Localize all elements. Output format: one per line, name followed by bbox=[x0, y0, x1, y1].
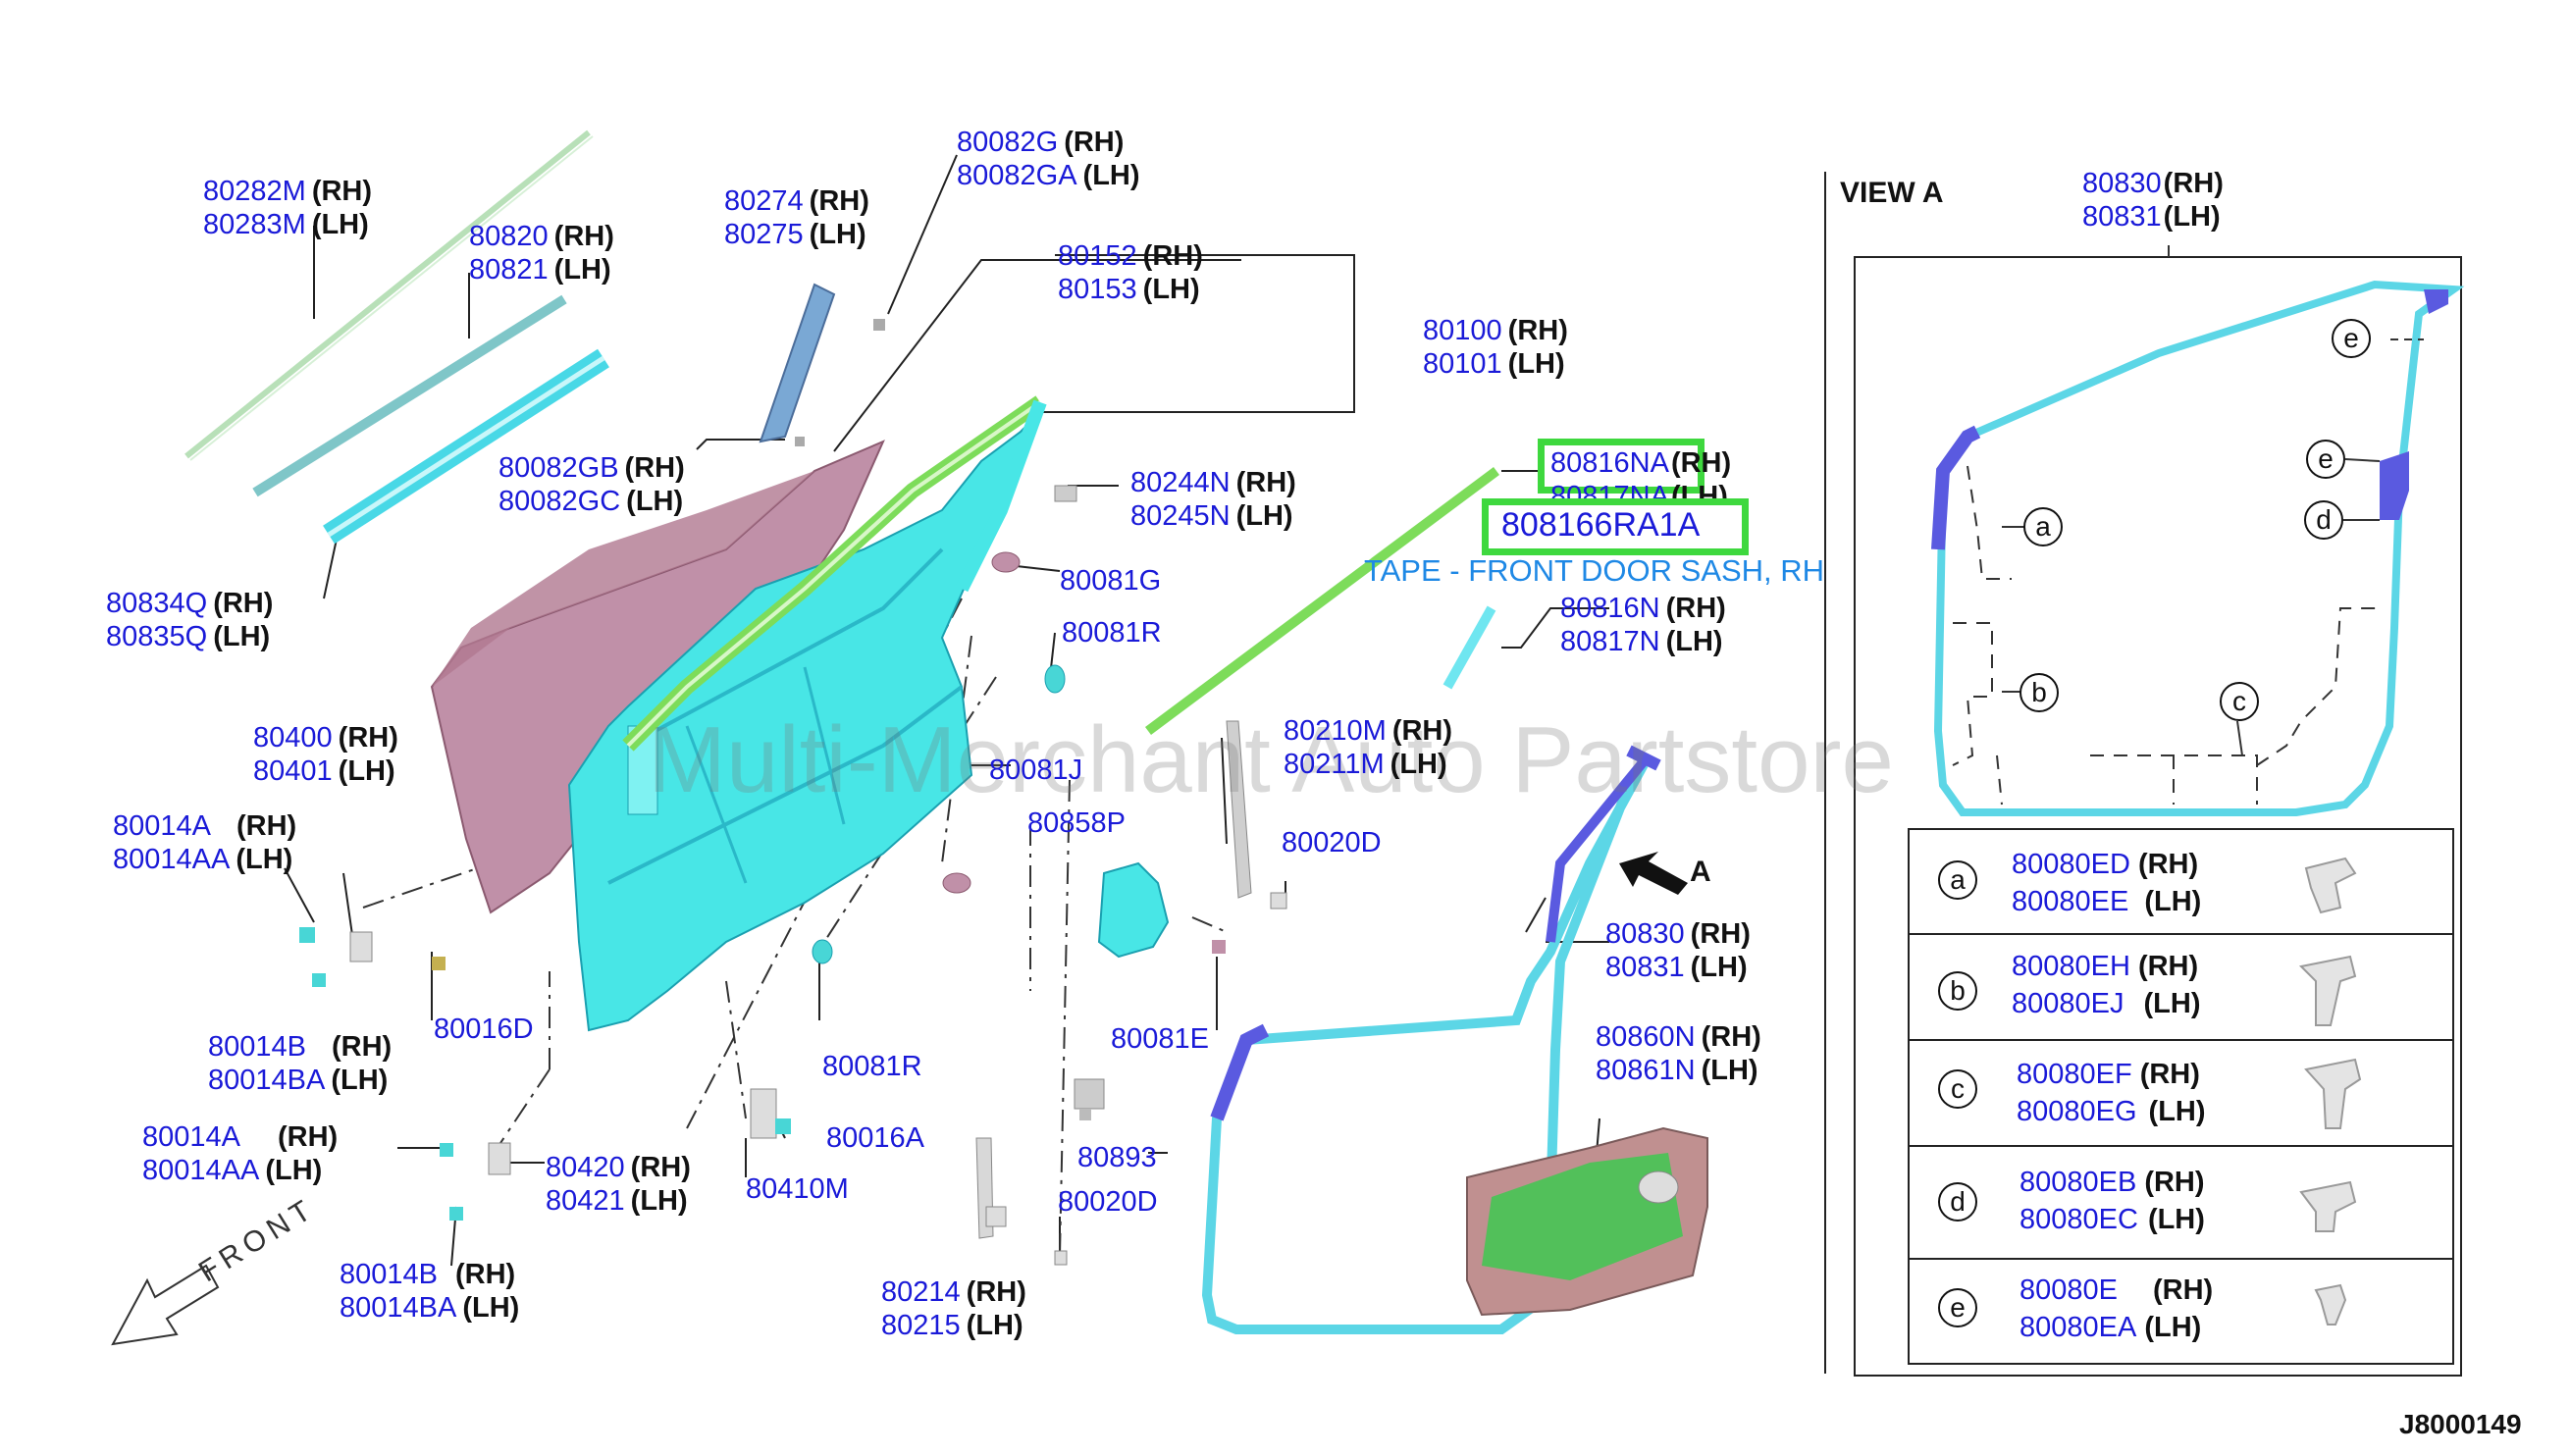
marker-d: d bbox=[2304, 500, 2343, 540]
callout-80214[interactable]: 80214(RH) 80215(LH) bbox=[881, 1276, 1026, 1341]
highlighted-part-description: TAPE - FRONT DOOR SASH, RH bbox=[1364, 553, 1825, 588]
callout-80244n[interactable]: 80244N(RH) 80245N(LH) bbox=[1130, 467, 1296, 532]
view-a-marker: A bbox=[1690, 856, 1711, 888]
callout-80860n[interactable]: 80860N(RH) 80861N(LH) bbox=[1596, 1021, 1761, 1086]
table-letter-d: d bbox=[1938, 1182, 1977, 1222]
callout-80830[interactable]: 80830(RH) 80831(LH) bbox=[1605, 918, 1751, 983]
callout-80014a-upper[interactable]: 80014A(RH) 80014AA(LH) bbox=[113, 810, 297, 875]
callout-80210m[interactable]: 80210M(RH) 80211M(LH) bbox=[1284, 715, 1453, 780]
table-letter-c: c bbox=[1938, 1069, 1977, 1109]
marker-b: b bbox=[2019, 673, 2059, 712]
marker-e-lower: e bbox=[2306, 440, 2345, 479]
part-80020d-upper[interactable]: 80020D bbox=[1282, 827, 1382, 858]
highlighted-part-number[interactable]: 808166RA1A bbox=[1501, 506, 1701, 544]
part-80410m[interactable]: 80410M bbox=[746, 1173, 849, 1205]
highlight-box-808166ra1a bbox=[1482, 498, 1749, 555]
table-row-a[interactable]: 80080ED(RH) 80080EE(LH) bbox=[2012, 849, 2202, 917]
part-80081e[interactable]: 80081E bbox=[1111, 1023, 1209, 1055]
callout-80014b-lower[interactable]: 80014B(RH) 80014BA(LH) bbox=[340, 1259, 520, 1324]
callout-80816n[interactable]: 80816N(RH) 80817N(LH) bbox=[1560, 593, 1726, 657]
callout-80400[interactable]: 80400(RH) 80401(LH) bbox=[253, 722, 398, 787]
callout-80082gb[interactable]: 80082GB(RH) 80082GC(LH) bbox=[498, 452, 685, 517]
part-80081g[interactable]: 80081G bbox=[1060, 565, 1162, 597]
callout-80274[interactable]: 80274(RH) 80275(LH) bbox=[724, 185, 869, 250]
part-80858p[interactable]: 80858P bbox=[1027, 807, 1126, 839]
part-80081j[interactable]: 80081J bbox=[989, 754, 1083, 786]
table-letter-b: b bbox=[1938, 971, 1977, 1011]
highlight-box-80816na bbox=[1538, 439, 1705, 494]
marker-a: a bbox=[2023, 507, 2063, 546]
callout-80420[interactable]: 80420(RH) 80421(LH) bbox=[546, 1152, 691, 1217]
callout-80014b-upper[interactable]: 80014B(RH) 80014BA(LH) bbox=[208, 1031, 393, 1096]
callout-80100[interactable]: 80100(RH) 80101(LH) bbox=[1423, 315, 1568, 380]
table-letter-a: a bbox=[1938, 860, 1977, 900]
table-row-d[interactable]: 80080EB(RH) 80080EC(LH) bbox=[2019, 1167, 2205, 1235]
callout-80152[interactable]: 80152(RH) 80153(LH) bbox=[1058, 240, 1203, 305]
diagram-code: J8000149 bbox=[2399, 1409, 2522, 1439]
marker-e-upper: e bbox=[2332, 319, 2371, 358]
part-80016a[interactable]: 80016A bbox=[826, 1122, 924, 1154]
marker-c: c bbox=[2220, 682, 2259, 721]
part-80081r-upper[interactable]: 80081R bbox=[1062, 617, 1162, 649]
part-80020d-lower[interactable]: 80020D bbox=[1058, 1186, 1158, 1218]
part-80081r-lower[interactable]: 80081R bbox=[822, 1051, 922, 1082]
part-80893[interactable]: 80893 bbox=[1077, 1142, 1157, 1173]
callout-view-a-80830[interactable]: 80830(RH) 80831(LH) bbox=[2082, 168, 2224, 233]
part-80016d[interactable]: 80016D bbox=[434, 1014, 534, 1045]
watermark-text: Multi-Merchant Auto Partstore bbox=[648, 707, 1894, 812]
table-row-b[interactable]: 80080EH(RH) 80080EJ(LH) bbox=[2012, 951, 2201, 1019]
view-a-title: VIEW A bbox=[1840, 177, 1944, 209]
table-row-c[interactable]: 80080EF(RH) 80080EG(LH) bbox=[2017, 1059, 2206, 1127]
callout-80014a-lower[interactable]: 80014A(RH) 80014AA(LH) bbox=[142, 1121, 339, 1186]
callout-80082g[interactable]: 80082G(RH) 80082GA(LH) bbox=[957, 127, 1140, 191]
table-row-e[interactable]: 80080E(RH) 80080EA(LH) bbox=[2019, 1274, 2214, 1343]
callout-80820[interactable]: 80820(RH) 80821(LH) bbox=[469, 221, 614, 286]
table-letter-e: e bbox=[1938, 1288, 1977, 1327]
callout-80834q[interactable]: 80834Q(RH) 80835Q(LH) bbox=[106, 588, 274, 652]
callout-80282m[interactable]: 80282M(RH) 80283M(LH) bbox=[203, 176, 373, 240]
